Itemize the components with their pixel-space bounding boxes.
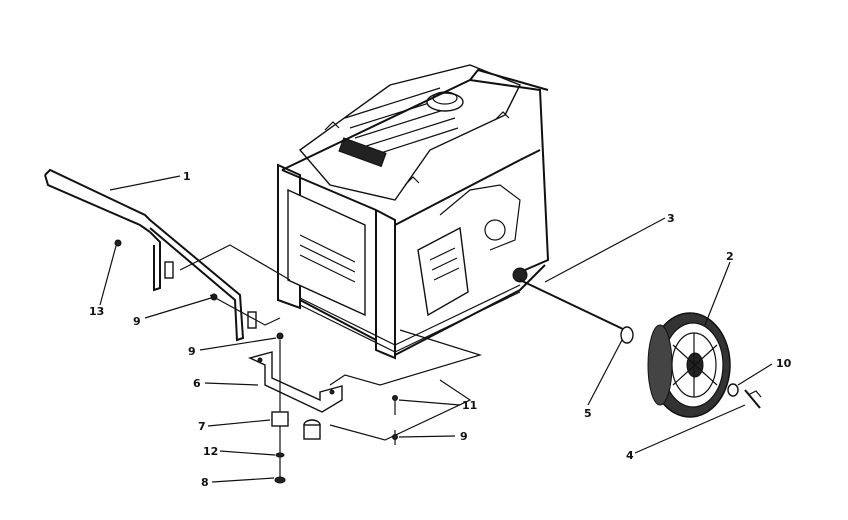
- callout-2: 2: [726, 250, 734, 263]
- hardware-stack: [271, 332, 398, 484]
- generator-assembly: [277, 64, 550, 360]
- callout-1: 1: [183, 170, 191, 183]
- callout-8: 8: [201, 476, 209, 489]
- callout-12: 12: [203, 445, 218, 458]
- assembly-guide-lines: [179, 244, 483, 441]
- leader-lines: [99, 175, 773, 483]
- wheel-retainer: [727, 383, 762, 409]
- callout-13: 13: [89, 305, 104, 318]
- callout-9-right: 9: [460, 430, 468, 443]
- wheel: [647, 312, 731, 418]
- callout-4: 4: [626, 449, 634, 462]
- callout-9-left: 9: [133, 315, 141, 328]
- callout-9-top: 9: [188, 345, 196, 358]
- callout-11: 11: [462, 399, 477, 412]
- callout-labels: 1 2 3 4 5 6 7 8 9 9 9 10 11 12 13: [89, 170, 792, 489]
- callout-3: 3: [667, 212, 675, 225]
- callout-5: 5: [584, 407, 592, 420]
- axle: [519, 279, 634, 344]
- mounting-bracket: [247, 351, 343, 413]
- callout-7: 7: [198, 420, 206, 433]
- callout-10: 10: [776, 357, 792, 370]
- handle-part: [44, 168, 257, 342]
- callout-6: 6: [193, 377, 201, 390]
